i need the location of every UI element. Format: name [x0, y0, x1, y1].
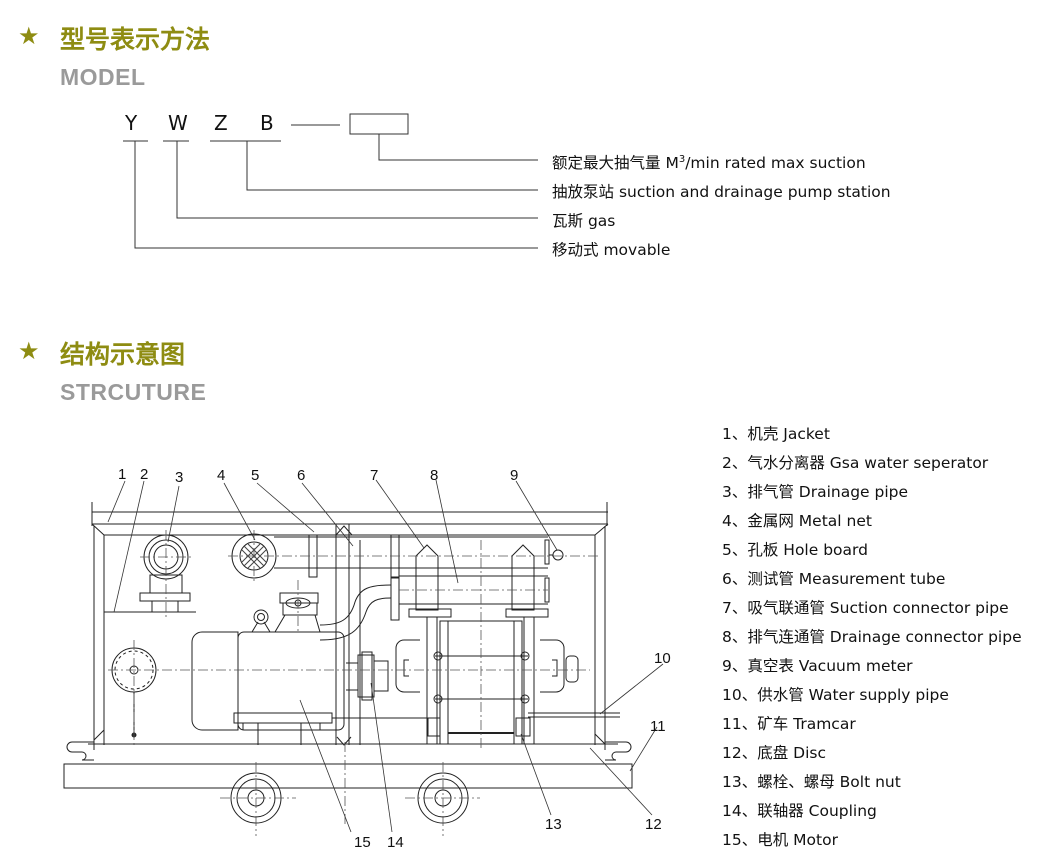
legend-item: 6、测试管 Measurement tube [722, 570, 946, 588]
code-letter-z: Z [214, 111, 228, 135]
model-label-capacity: 额定最大抽气量 M3/min rated max suction [552, 153, 866, 172]
model-label-pump-station: 抽放泵站 suction and drainage pump station [552, 183, 891, 201]
model-label-gas: 瓦斯 gas [552, 212, 616, 230]
callout-8: 8 [430, 467, 439, 484]
callout-15: 15 [354, 834, 371, 851]
callout-11: 11 [650, 718, 666, 735]
model-section-title: 型号表示方法 [60, 25, 211, 54]
callout-2: 2 [140, 466, 149, 483]
legend-item: 4、金属网 Metal net [722, 512, 872, 530]
model-section-subtitle: MODEL [60, 64, 146, 90]
legend-item: 3、排气管 Drainage pipe [722, 483, 909, 501]
callout-4: 4 [217, 467, 226, 484]
callout-6: 6 [297, 467, 306, 484]
callout-13: 13 [545, 816, 562, 833]
legend-item: 9、真空表 Vacuum meter [722, 657, 913, 675]
model-label-movable: 移动式 movable [552, 241, 671, 259]
model-code-diagram [0, 0, 1058, 300]
callout-9: 9 [510, 467, 519, 484]
callout-12: 12 [645, 816, 662, 833]
legend-item: 10、供水管 Water supply pipe [722, 686, 949, 704]
callout-10: 10 [654, 650, 671, 667]
legend-item: 13、螺栓、螺母 Bolt nut [722, 773, 901, 791]
legend-item: 12、底盘 Disc [722, 744, 826, 762]
callout-3: 3 [175, 469, 184, 486]
code-letter-w: W [168, 111, 188, 135]
legend-item: 2、气水分离器 Gsa water seperator [722, 454, 989, 472]
star-icon: ★ [18, 337, 40, 365]
callout-7: 7 [370, 467, 379, 484]
callout-1: 1 [118, 466, 127, 483]
legend-item: 5、孔板 Hole board [722, 541, 868, 559]
legend-item: 8、排气连通管 Drainage connector pipe [722, 628, 1022, 646]
legend-item: 14、联轴器 Coupling [722, 802, 877, 820]
structure-section-title: 结构示意图 [60, 340, 186, 369]
legend-item: 1、机壳 Jacket [722, 425, 830, 443]
code-letter-b: B [260, 111, 274, 135]
star-icon: ★ [18, 22, 40, 50]
callout-5: 5 [251, 467, 260, 484]
legend-item: 11、矿车 Tramcar [722, 715, 856, 733]
legend-item: 15、电机 Motor [722, 831, 838, 849]
structure-section-subtitle: STRCUTURE [60, 379, 207, 405]
legend-item: 7、吸气联通管 Suction connector pipe [722, 599, 1009, 617]
code-letter-y: Y [125, 111, 138, 135]
callout-14: 14 [387, 834, 404, 851]
structure-drawing [0, 0, 700, 866]
